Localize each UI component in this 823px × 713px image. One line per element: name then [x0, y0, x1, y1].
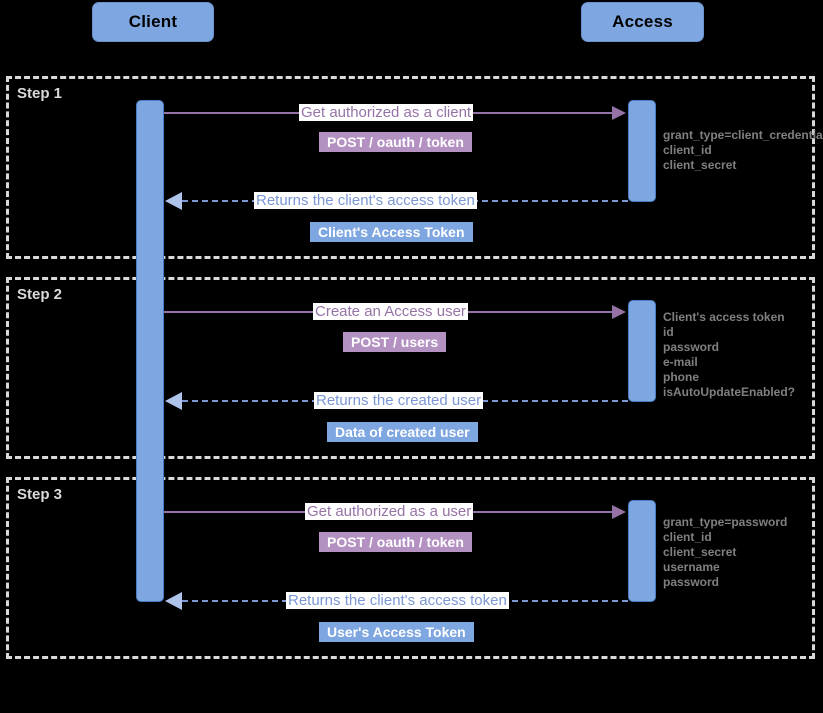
access-activation-bar-step1[interactable]: [628, 100, 656, 202]
step-3-return-badge: User's Access Token: [319, 622, 474, 642]
step-2-note-line-5: phone: [663, 370, 699, 384]
step-frame-2[interactable]: Step 2: [6, 277, 815, 459]
step-3-note-line-3: client_secret: [663, 545, 737, 559]
step-2-call-arrowhead: [612, 305, 626, 319]
step-1-call-arrowhead: [612, 106, 626, 120]
step-frame-1[interactable]: Step 1: [6, 76, 815, 259]
step-2-label: Step 2: [17, 286, 63, 303]
client-participant[interactable]: Client: [92, 2, 214, 42]
access-activation-bar-step2[interactable]: [628, 300, 656, 402]
step-1-return-label: Returns the client's access token: [254, 192, 477, 209]
step-3-note-line-5: password: [663, 575, 720, 589]
step-1-note-line-3: client_secret: [663, 158, 737, 172]
step-1-note: grant_type=client_credentials client_id …: [663, 128, 823, 173]
step-3-return-arrowhead: [165, 592, 182, 610]
step-2-return-arrowhead: [165, 392, 182, 410]
step-1-return-badge: Client's Access Token: [310, 222, 473, 242]
step-3-call-arrowhead: [612, 505, 626, 519]
step-3-note: grant_type=password client_id client_sec…: [663, 515, 787, 590]
step-frame-3[interactable]: Step 3: [6, 477, 815, 659]
step-3-note-line-1: grant_type=password: [663, 515, 788, 529]
access-participant[interactable]: Access: [581, 2, 704, 42]
step-3-label: Step 3: [17, 486, 63, 503]
step-3-note-line-2: client_id: [663, 530, 712, 544]
step-2-note-line-1: Client's access token: [663, 310, 785, 324]
access-participant-label: Access: [612, 12, 673, 31]
step-2-note-line-6: isAutoUpdateEnabled?: [663, 385, 796, 399]
step-2-call-badge: POST / users: [343, 332, 447, 352]
step-1-label: Step 1: [17, 85, 63, 102]
step-2-return-label: Returns the created user: [314, 392, 484, 409]
step-3-return-label: Returns the client's access token: [286, 592, 509, 609]
step-2-note-line-4: e-mail: [663, 355, 698, 369]
access-activation-bar-step3[interactable]: [628, 500, 656, 602]
step-1-call-badge: POST / oauth / token: [319, 132, 472, 152]
step-3-note-line-4: username: [663, 560, 720, 574]
step-3-call-badge: POST / oauth / token: [319, 532, 472, 552]
client-participant-label: Client: [128, 12, 178, 31]
step-1-return-arrowhead: [165, 192, 182, 210]
step-2-note: Client's access token id password e-mail…: [663, 310, 795, 400]
step-2-return-badge: Data of created user: [327, 422, 478, 442]
step-2-note-line-2: id: [663, 325, 674, 339]
client-activation-bar[interactable]: [136, 100, 164, 602]
step-1-call-label: Get authorized as a client: [299, 104, 474, 121]
step-2-call-label: Create an Access user: [313, 303, 468, 320]
step-1-note-line-2: client_id: [663, 143, 712, 157]
step-1-note-line-1: grant_type=client_credentials: [663, 128, 823, 142]
step-2-note-line-3: password: [663, 340, 720, 354]
step-3-call-label: Get authorized as a user: [305, 503, 474, 520]
